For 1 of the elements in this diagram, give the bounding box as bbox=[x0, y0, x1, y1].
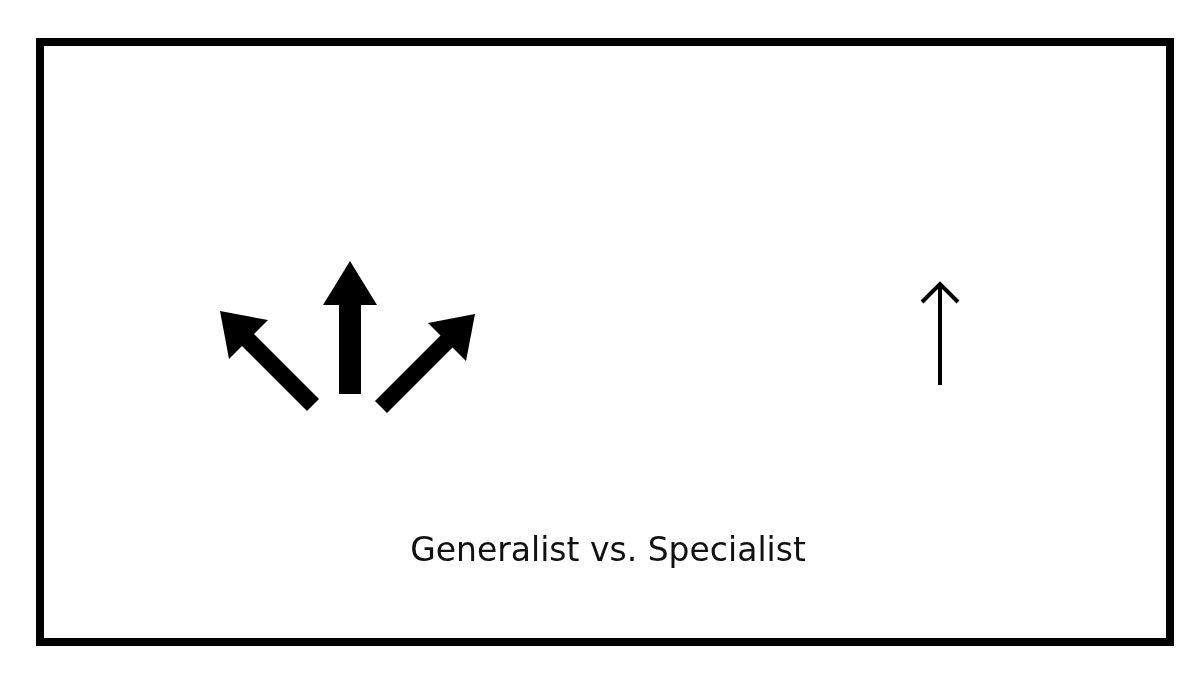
caption: Generalist vs. Specialist bbox=[410, 530, 806, 569]
